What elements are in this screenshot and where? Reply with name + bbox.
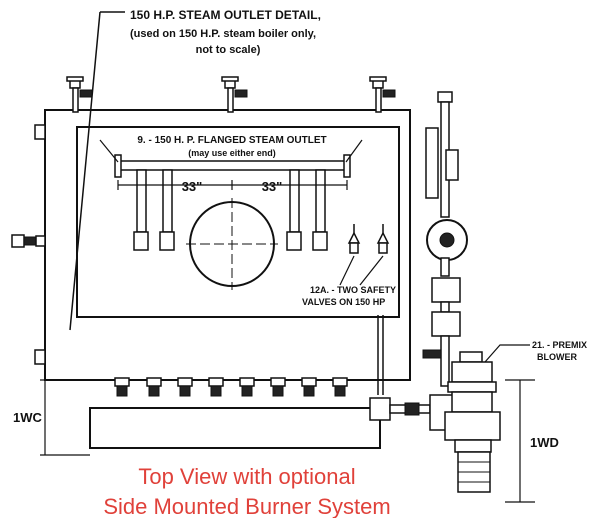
gas-train (369, 394, 456, 431)
left-fitting-bottom (34, 349, 46, 365)
flanged-outlet-label-line1: 9. - 150 H. P. FLANGED STEAM OUTLET (137, 135, 326, 146)
safety-valves-label-line1: 12A. - TWO SAFETY (310, 285, 396, 295)
premix-blower-label-line2: BLOWER (537, 352, 577, 362)
caption-line1: Top View with optional (138, 464, 355, 489)
dimension-line (117, 180, 348, 190)
safety-valve-2 (376, 224, 390, 254)
detail-title-line1: 150 H.P. STEAM OUTLET DETAIL, (130, 8, 321, 22)
left-fitting-top (34, 124, 46, 140)
label-1wc: 1WC (13, 410, 43, 425)
label-1wd: 1WD (530, 435, 559, 450)
bottom-fittings-row (114, 377, 348, 397)
top-valve-right (369, 76, 396, 113)
safety-valve-1 (347, 224, 361, 254)
top-valve-left (66, 76, 93, 113)
dimension-left-label: 33" (182, 179, 203, 194)
safety-valves-label-line2: VALVES ON 150 HP (302, 297, 385, 307)
steam-outlet-detail-box (76, 126, 400, 318)
flanged-outlet-label-line2: (may use either end) (188, 148, 276, 158)
manway-circle (186, 198, 278, 290)
dimension-1wd (505, 379, 535, 503)
flanged-steam-outlet-pipe (114, 154, 351, 178)
left-fitting-mid (11, 234, 46, 248)
outlet-pipe-3 (286, 169, 302, 251)
top-valve-center (221, 76, 248, 113)
right-equipment-column (422, 91, 468, 387)
outlet-pipe-4 (312, 169, 328, 251)
dimension-1wc (40, 379, 90, 456)
outlet-pipe-2 (159, 169, 175, 251)
outlet-pipe-1 (133, 169, 149, 251)
detail-title-line2: (used on 150 H.P. steam boiler only, (130, 28, 316, 40)
premix-blower (444, 351, 501, 493)
dimension-right-label: 33" (262, 179, 283, 194)
burner-housing (89, 407, 381, 449)
premix-blower-label-line1: 21. - PREMIX (532, 340, 587, 350)
detail-title-line3: not to scale) (196, 44, 261, 56)
caption-line2: Side Mounted Burner System (103, 494, 390, 518)
